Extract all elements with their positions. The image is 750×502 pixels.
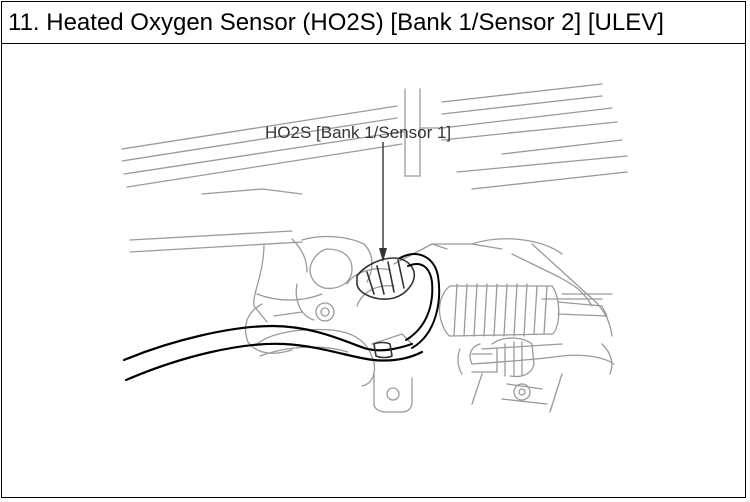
exhaust-pipe [122,324,424,382]
oxygen-sensor [356,257,416,359]
diagram-area: HO2S [Bank 1/Sensor 1] [2,44,745,497]
upper-frame-lines [121,83,628,253]
sensor-wire [399,253,441,349]
page-title: 11. Heated Oxygen Sensor (HO2S) [Bank 1/… [8,9,664,36]
callout-label-ho2s: HO2S [Bank 1/Sensor 1] [265,123,451,142]
callout-leader [379,142,387,262]
title-bar: 11. Heated Oxygen Sensor (HO2S) [Bank 1/… [2,2,745,44]
engine-diagram: HO2S [Bank 1/Sensor 1] [121,83,628,413]
lower-mount [457,337,563,413]
bellows-boot [438,283,608,337]
manifold-components [244,235,615,375]
sensor-bracket [256,302,413,413]
